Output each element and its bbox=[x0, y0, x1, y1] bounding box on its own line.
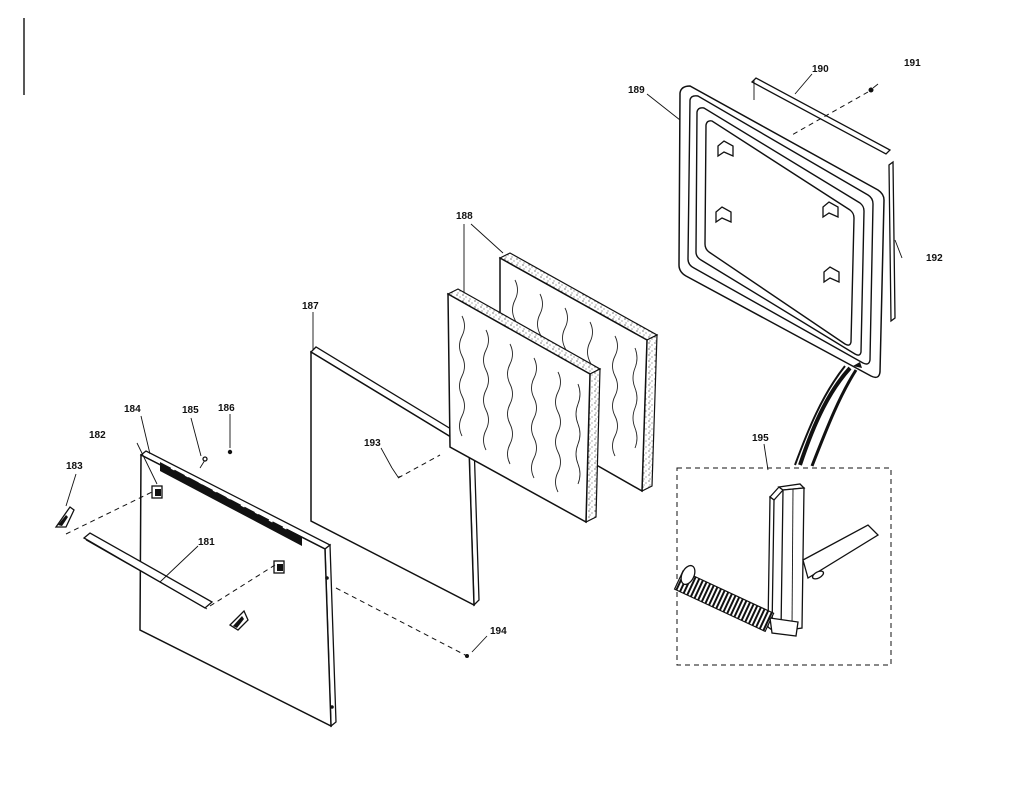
handle-bracket-right bbox=[273, 560, 285, 574]
inner-glass-panel bbox=[309, 346, 480, 607]
screw-194 bbox=[465, 654, 469, 658]
door-liner-frame bbox=[678, 85, 885, 379]
label-188: 188 bbox=[456, 211, 473, 222]
hinge-assembly bbox=[673, 483, 880, 637]
frame-clip-1 bbox=[717, 140, 734, 158]
label-193: 193 bbox=[364, 438, 381, 449]
leader-lines bbox=[65, 73, 903, 653]
assembly-line-183 bbox=[65, 491, 153, 535]
label-182: 182 bbox=[89, 430, 106, 441]
vent-slots bbox=[160, 462, 302, 546]
label-183: 183 bbox=[66, 461, 83, 472]
label-189: 189 bbox=[628, 85, 645, 96]
label-191: 191 bbox=[904, 58, 921, 69]
clip-193 bbox=[391, 467, 403, 478]
assembly-line-191 bbox=[789, 91, 869, 137]
insulation-batt-front bbox=[446, 288, 602, 524]
frame-clip-4 bbox=[823, 266, 840, 284]
label-185: 185 bbox=[182, 405, 199, 416]
frame-clip-3 bbox=[822, 201, 839, 219]
label-181: 181 bbox=[198, 537, 215, 548]
assembly-line-194 bbox=[335, 587, 468, 657]
outer-door-panel bbox=[139, 450, 337, 728]
handle-end-cap-left bbox=[54, 506, 75, 528]
door-handle bbox=[82, 532, 214, 610]
frame-clip-2 bbox=[715, 206, 732, 224]
screw-191 bbox=[868, 83, 879, 93]
screw-186 bbox=[227, 449, 233, 455]
hinge-connector bbox=[794, 362, 862, 467]
label-184: 184 bbox=[124, 404, 141, 415]
side-trim-strip bbox=[888, 160, 896, 323]
top-trim-strip bbox=[750, 77, 892, 155]
handle-end-cap-right bbox=[228, 609, 249, 631]
label-194: 194 bbox=[490, 626, 507, 637]
label-186: 186 bbox=[218, 403, 235, 414]
handle-bracket-left bbox=[151, 485, 163, 499]
label-195: 195 bbox=[752, 433, 769, 444]
assembly-line-193 bbox=[397, 454, 441, 479]
screw-185 bbox=[199, 456, 208, 469]
assembly-line-182 bbox=[209, 564, 276, 607]
hinge-spring bbox=[673, 570, 775, 633]
label-190: 190 bbox=[812, 64, 829, 75]
label-187: 187 bbox=[302, 301, 319, 312]
hinge-detail-inset bbox=[673, 467, 892, 666]
label-192: 192 bbox=[926, 253, 943, 264]
